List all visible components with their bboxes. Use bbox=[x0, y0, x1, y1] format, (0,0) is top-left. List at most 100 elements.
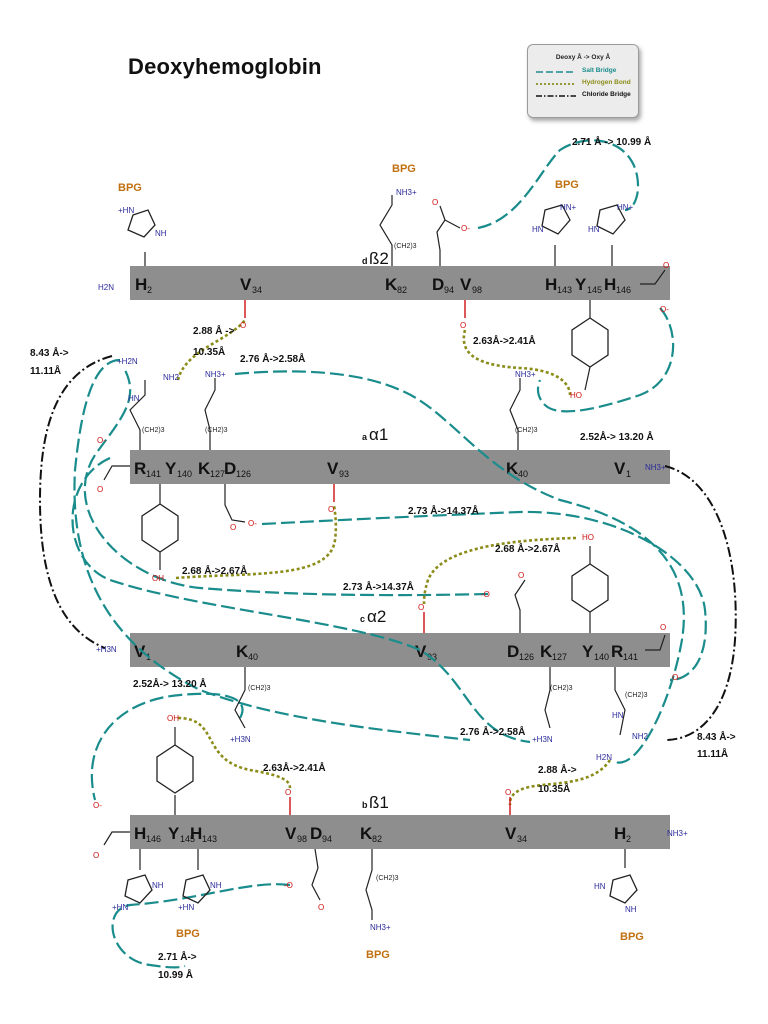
residue-code: R bbox=[611, 642, 623, 661]
svg-text:d: d bbox=[362, 256, 368, 266]
svg-text:(CH2)3: (CH2)3 bbox=[248, 685, 271, 692]
val98-beta1-carbonyl: O bbox=[285, 788, 291, 815]
svg-text:O: O bbox=[505, 788, 511, 797]
svg-text:HN+: HN+ bbox=[617, 203, 634, 212]
distance-labels: 2.71 Å -> 10.99 Å 2.88 Å -> 10.35Å 8.43 … bbox=[30, 135, 736, 981]
his143-beta1-sidechain: +HN NH BPG bbox=[176, 849, 222, 940]
residue-number: 141 bbox=[146, 469, 161, 479]
residue-number: 145 bbox=[587, 285, 602, 295]
svg-text:O: O bbox=[93, 851, 99, 860]
asp126-alpha2-sidechain: -O O bbox=[481, 571, 526, 633]
svg-text:-O: -O bbox=[284, 881, 293, 890]
hbond-r141-v34 bbox=[176, 319, 247, 381]
dist-label: 2.68 Å->2.67Å bbox=[495, 542, 560, 555]
svg-text:(CH2)3: (CH2)3 bbox=[142, 427, 165, 434]
dist-label: 2.68 Å->2.67Å bbox=[182, 564, 247, 577]
dist-label: 11.11Å bbox=[697, 747, 728, 760]
svg-text:HN: HN bbox=[594, 882, 606, 891]
svg-text:HN: HN bbox=[532, 225, 544, 234]
residue-code: H bbox=[614, 824, 626, 843]
residue-code: V bbox=[415, 642, 427, 661]
svg-text:HO: HO bbox=[570, 391, 582, 400]
svg-text:HN: HN bbox=[128, 394, 140, 403]
svg-text:NH2: NH2 bbox=[163, 373, 180, 382]
svg-text:O: O bbox=[432, 198, 438, 207]
residue-number: 34 bbox=[252, 285, 262, 295]
svg-text:ß1: ß1 bbox=[369, 793, 389, 812]
svg-text:NH: NH bbox=[155, 229, 167, 238]
chain-bar-beta2 bbox=[130, 266, 670, 300]
hydrogen-bond-swatch bbox=[536, 83, 576, 85]
svg-text:O: O bbox=[418, 603, 424, 612]
dist-label: 10.35Å bbox=[538, 782, 570, 795]
residue-number: 98 bbox=[472, 285, 482, 295]
salt-bridge-d126a2-v1a2 bbox=[83, 369, 489, 597]
chain-label-alpha1: a α1 bbox=[362, 425, 388, 444]
svg-text:NH3+: NH3+ bbox=[205, 370, 226, 379]
val98-beta2-carbonyl: O bbox=[460, 300, 466, 330]
residue-code: V bbox=[505, 824, 517, 843]
svg-text:c: c bbox=[360, 614, 365, 624]
dist-label: 2.52Å-> 13.20 Å bbox=[133, 677, 207, 690]
svg-text:a: a bbox=[362, 432, 368, 442]
residue-number: 94 bbox=[322, 834, 332, 844]
residue-code: K bbox=[540, 642, 553, 661]
residue-number: 2 bbox=[626, 834, 631, 844]
residue-code: H bbox=[604, 275, 616, 294]
svg-text:OH: OH bbox=[167, 714, 179, 723]
his146-beta2-sidechain: HN+ HN O O- bbox=[588, 203, 669, 314]
svg-text:+HN: +HN bbox=[178, 903, 194, 912]
dist-label: 2.73 Å->14.37Å bbox=[408, 504, 479, 517]
svg-text:NH3+: NH3+ bbox=[370, 923, 391, 932]
svg-text:O: O bbox=[230, 523, 236, 532]
svg-text:O: O bbox=[97, 485, 103, 494]
asp126-alpha1-sidechain: O O- bbox=[224, 484, 257, 532]
svg-text:b: b bbox=[362, 800, 368, 810]
dist-label: 2.73 Å->14.37Å bbox=[343, 580, 414, 593]
residue-code: V bbox=[240, 275, 252, 294]
residue-code: K bbox=[198, 459, 211, 478]
svg-text:HO: HO bbox=[582, 533, 594, 542]
svg-text:O-: O- bbox=[248, 519, 257, 528]
legend-title: Deoxy Å -> Oxy Å bbox=[555, 54, 611, 61]
residue-code: V bbox=[614, 459, 626, 478]
hbond-y140a1-v93a1 bbox=[175, 504, 338, 580]
residue-code: V bbox=[327, 459, 339, 478]
chloride-bridge-left bbox=[38, 355, 113, 649]
svg-text:BPG: BPG bbox=[366, 949, 390, 961]
diagram-title: Deoxyhemoglobin bbox=[128, 54, 322, 79]
residue-code: H bbox=[134, 824, 146, 843]
legend-hydrogen-bond: Hydrogen Bond bbox=[536, 79, 634, 89]
svg-text:(CH2)3: (CH2)3 bbox=[515, 427, 538, 434]
residue-code: V bbox=[460, 275, 472, 294]
asp94-beta2-sidechain: O O- bbox=[432, 198, 470, 266]
svg-text:ß2: ß2 bbox=[369, 249, 389, 268]
svg-text:H2N: H2N bbox=[596, 753, 612, 762]
hbond-y145b1-v98b1 bbox=[177, 716, 292, 789]
svg-text:+HN: +HN bbox=[118, 206, 134, 215]
dist-label: 11.11Å bbox=[30, 364, 61, 377]
tyr140-alpha1-sidechain: OH bbox=[141, 484, 179, 583]
svg-text:O-: O- bbox=[97, 436, 106, 445]
residue-code: Y bbox=[582, 642, 594, 661]
svg-text:O: O bbox=[663, 261, 669, 270]
svg-text:+H3N: +H3N bbox=[532, 735, 553, 744]
val93-alpha2-carbonyl: O bbox=[418, 603, 425, 633]
legend-chloride-bridge: Chloride Bridge bbox=[536, 91, 634, 101]
arg141-alpha1-sidechain: (CH2)3 HN +H2N NH2 bbox=[117, 357, 180, 450]
val1-alpha1-nh3: NH3+ bbox=[645, 463, 666, 472]
dist-label: 2.88 Å -> bbox=[193, 324, 235, 337]
svg-text:O-: O- bbox=[93, 801, 102, 810]
salt-bridges bbox=[71, 139, 707, 969]
